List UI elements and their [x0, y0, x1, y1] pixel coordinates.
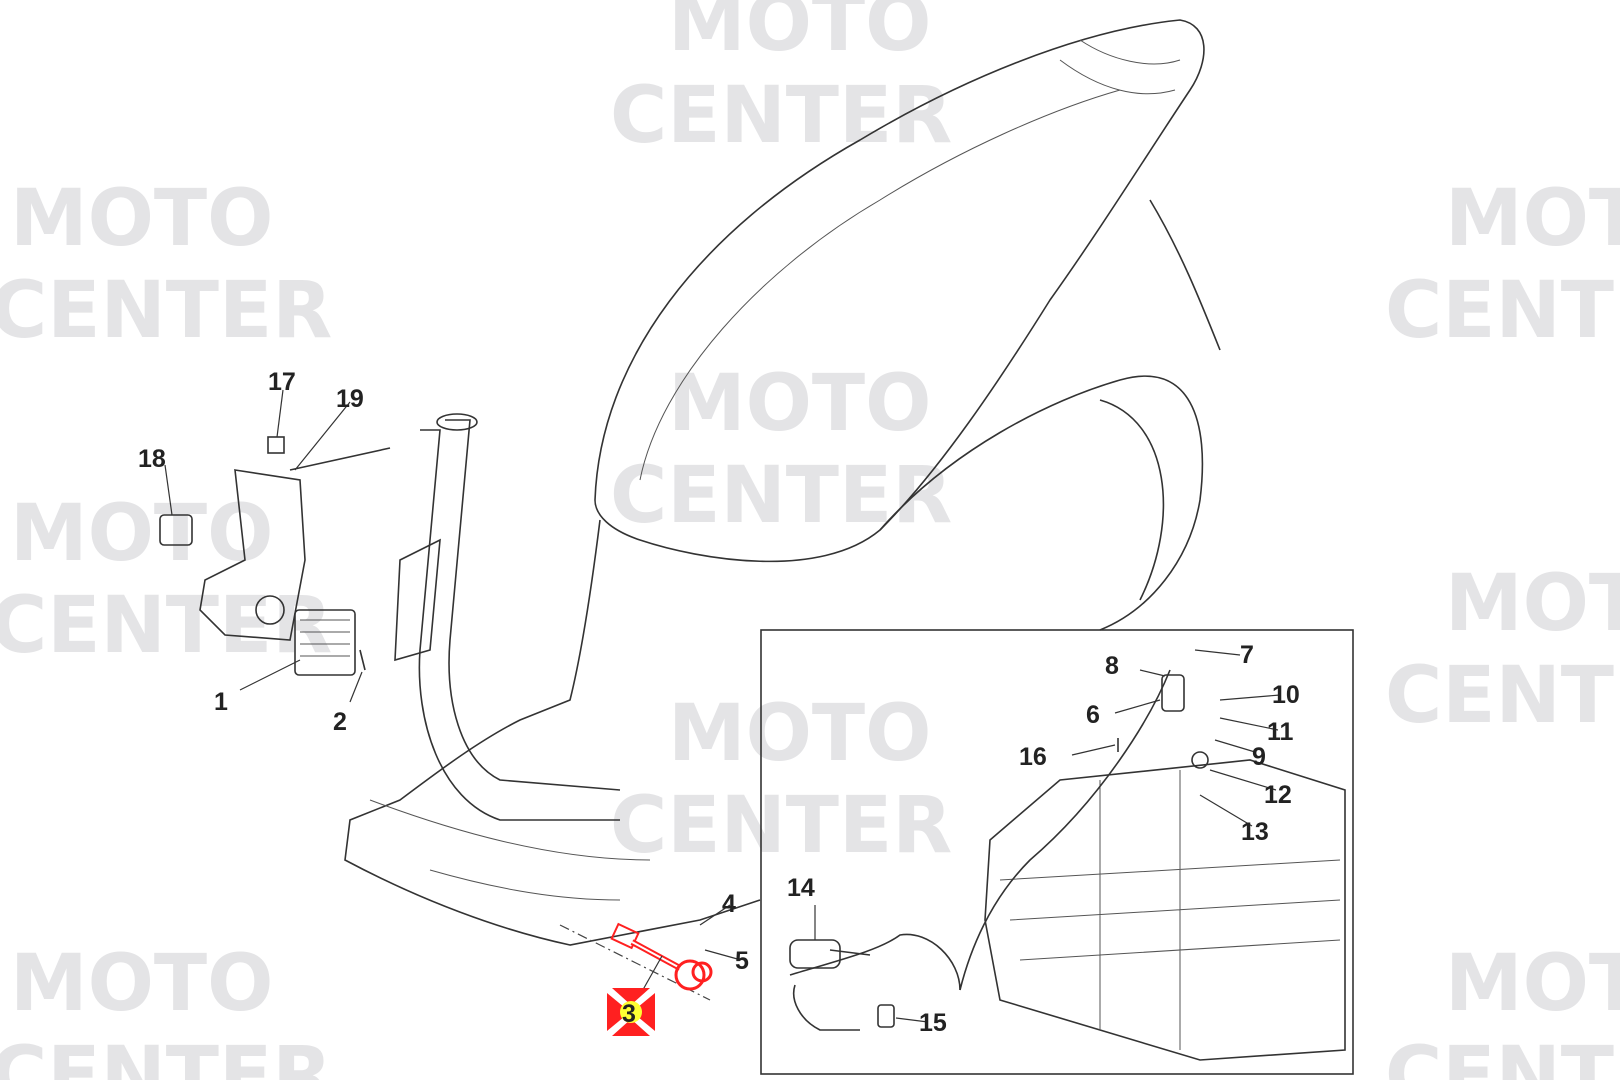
callout-2[interactable]: 2 — [333, 708, 347, 736]
watermark-center: CENTER — [1385, 1031, 1620, 1080]
callout-5[interactable]: 5 — [735, 947, 749, 975]
watermark-center: CENTER — [610, 781, 952, 871]
watermark-moto: MOTO — [10, 174, 273, 264]
watermark-moto: MOTO — [1445, 559, 1620, 649]
callout-12[interactable]: 12 — [1264, 781, 1292, 809]
watermark-moto: MOTO — [10, 939, 273, 1029]
callout-1[interactable]: 1 — [214, 688, 228, 716]
watermark-moto: MOTO — [668, 359, 931, 449]
watermark-center: CENTER — [610, 451, 952, 541]
callout-18[interactable]: 18 — [138, 445, 166, 473]
callout-8[interactable]: 8 — [1105, 652, 1119, 680]
callout-10[interactable]: 10 — [1272, 681, 1300, 709]
watermark-center: CENTER — [1385, 266, 1620, 356]
part-3-marker[interactable] — [607, 988, 655, 1036]
watermark-moto: MOTO — [668, 0, 931, 69]
watermark-center: CENTER — [0, 266, 332, 356]
callout-16[interactable]: 16 — [1019, 743, 1047, 771]
callout-17[interactable]: 17 — [268, 368, 296, 396]
callout-4[interactable]: 4 — [722, 890, 736, 918]
watermark-moto: MOTO — [10, 489, 273, 579]
scooter-drawing — [159, 19, 1221, 1001]
callout-13[interactable]: 13 — [1241, 818, 1269, 846]
callout-9[interactable]: 9 — [1252, 743, 1266, 771]
watermark-center: CENTER — [1385, 651, 1620, 741]
callout-3[interactable]: 3 — [622, 1000, 636, 1028]
callout-7[interactable]: 7 — [1240, 641, 1254, 669]
callout-6[interactable]: 6 — [1086, 701, 1100, 729]
callout-11[interactable]: 11 — [1267, 718, 1294, 746]
callout-14[interactable]: 14 — [787, 874, 815, 902]
leader-lines — [164, 389, 1281, 1023]
engine-inset — [760, 629, 1354, 1075]
callout-labels: 1 2 3 4 5 6 7 8 9 10 11 12 13 14 15 16 1… — [138, 368, 1300, 1037]
watermark-center: CENTER — [0, 1031, 332, 1080]
watermark-moto: MOTO — [668, 689, 931, 779]
watermark-center: CENTER — [610, 71, 952, 161]
watermark-moto: MOTO — [1445, 174, 1620, 264]
callout-15[interactable]: 15 — [919, 1009, 947, 1037]
watermark-moto: MOTO — [1445, 939, 1620, 1029]
callout-19[interactable]: 19 — [336, 385, 364, 413]
part-3-highlighted[interactable] — [610, 922, 713, 991]
watermark-center: CENTER — [0, 581, 332, 671]
